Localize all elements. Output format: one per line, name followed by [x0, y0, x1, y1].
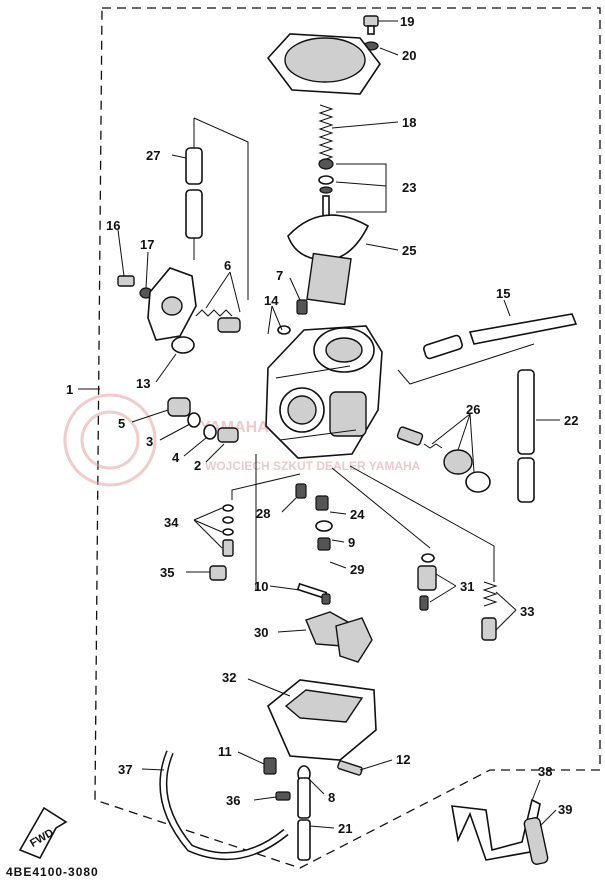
- part-36-clip: [275, 791, 291, 801]
- part-6-starter-plunger: [195, 309, 241, 333]
- callout-23: 23: [402, 180, 416, 195]
- part-31-needle-valve: [417, 553, 437, 611]
- callout-labels: 19 20 18 23 25 27 16 17 6 7 14 13 1 5 3 …: [66, 14, 578, 836]
- part-10-screw: [296, 582, 331, 605]
- callout-37: 37: [118, 762, 132, 777]
- callout-34: 34: [164, 515, 179, 530]
- leader-lines: [78, 20, 560, 829]
- part-2-pilot-screw: [217, 427, 239, 443]
- part-7-screw: [296, 299, 308, 315]
- callout-7: 7: [276, 268, 283, 283]
- part-18-spring: [318, 104, 334, 166]
- part-25-diaphragm-piston: [287, 214, 370, 306]
- callout-18: 18: [402, 115, 416, 130]
- diagram-reference-code: 4BE4100-3080: [6, 865, 99, 879]
- part-39-clamp: [523, 817, 549, 865]
- part-4-spring: [203, 424, 217, 440]
- callout-11: 11: [218, 744, 232, 759]
- callout-17: 17: [140, 237, 154, 252]
- part-9-washer: [315, 520, 333, 532]
- part-29-pilot-jet: [317, 537, 331, 551]
- callout-21: 21: [338, 821, 352, 836]
- part-14-o-ring: [277, 325, 291, 335]
- part-38-bracket: [451, 798, 541, 861]
- part-carburetor-body: [265, 325, 383, 459]
- callout-25: 25: [402, 243, 416, 258]
- part-11-screw: [263, 757, 277, 775]
- callout-31: 31: [460, 579, 474, 594]
- callout-35: 35: [160, 565, 174, 580]
- callout-4: 4: [172, 450, 180, 465]
- part-12-drain-screw: [337, 760, 363, 776]
- part-21-drain-hose: [297, 777, 311, 861]
- callout-10: 10: [254, 579, 268, 594]
- callout-26: 26: [466, 402, 480, 417]
- callout-30: 30: [254, 625, 268, 640]
- part-35-cap: [209, 565, 227, 581]
- part-26-throttle-sensor: [396, 426, 491, 493]
- part-cover-plate: [147, 267, 197, 341]
- callout-3: 3: [146, 434, 153, 449]
- callout-1: 1: [66, 382, 73, 397]
- callout-28: 28: [256, 506, 270, 521]
- callout-5: 5: [118, 416, 125, 431]
- callout-15: 15: [496, 286, 510, 301]
- part-top-cover: [266, 33, 381, 95]
- part-3-washer: [187, 412, 201, 428]
- callout-36: 36: [226, 793, 240, 808]
- part-32-float-chamber: [267, 679, 377, 761]
- callout-13: 13: [136, 376, 150, 391]
- part-33-screw-spring: [481, 581, 498, 641]
- callout-29: 29: [350, 562, 364, 577]
- callout-32: 32: [222, 670, 236, 685]
- callout-33: 33: [520, 604, 534, 619]
- watermark-text-bottom: WOJCIECH SZKUT DEALER YAMAHA: [205, 459, 421, 473]
- callout-24: 24: [350, 507, 365, 522]
- callout-20: 20: [402, 48, 416, 63]
- callout-39: 39: [558, 802, 572, 817]
- callout-27: 27: [146, 148, 160, 163]
- part-34-screw-set: [222, 504, 234, 557]
- part-24-needle-jet: [315, 495, 329, 511]
- callout-16: 16: [106, 218, 120, 233]
- callout-22: 22: [564, 413, 578, 428]
- part-30-float: [305, 611, 373, 663]
- part-15-hose: [423, 313, 578, 360]
- assembly-boundary: [94, 7, 601, 869]
- callout-8: 8: [328, 790, 335, 805]
- part-13-o-ring: [171, 336, 195, 354]
- callout-19: 19: [400, 14, 414, 29]
- callout-2: 2: [194, 458, 201, 473]
- callout-14: 14: [264, 293, 279, 308]
- callout-6: 6: [224, 258, 231, 273]
- callout-38: 38: [538, 764, 552, 779]
- part-22-hose: [517, 369, 535, 503]
- callout-9: 9: [348, 535, 355, 550]
- part-16-screw: [117, 275, 135, 287]
- fwd-arrow-icon: FWD: [18, 806, 68, 860]
- part-5-plug: [167, 397, 191, 417]
- part-19-screw: [363, 15, 379, 35]
- part-27-hose: [185, 147, 203, 239]
- callout-12: 12: [396, 752, 410, 767]
- part-28-main-jet: [295, 483, 307, 499]
